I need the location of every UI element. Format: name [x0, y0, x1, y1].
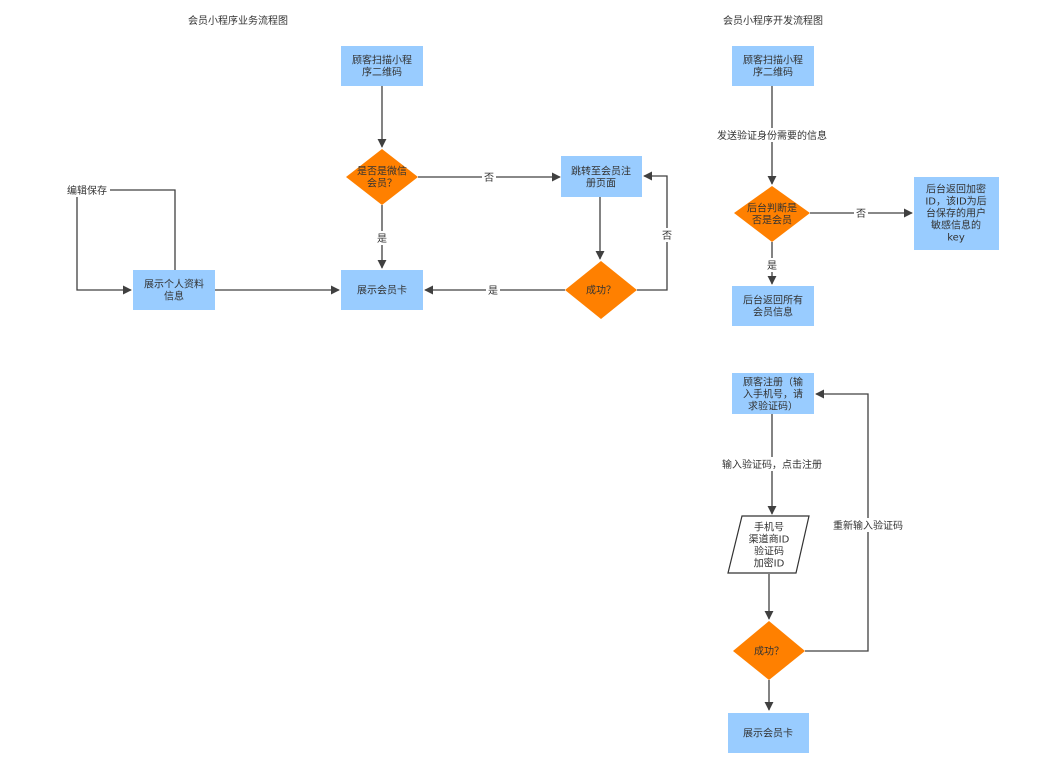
node-text-line: 求验证码） — [748, 400, 798, 413]
node-d-success: 成功？ — [733, 621, 805, 680]
dev-flow-title: 会员小程序开发流程图 — [723, 14, 823, 27]
node-d-register: 顾客注册（输入手机号，请求验证码） — [732, 373, 814, 414]
node-text-line: 信息 — [164, 290, 184, 303]
node-text-line: 渠道商ID — [749, 533, 790, 546]
node-text-line: 展示个人资料 — [144, 278, 204, 291]
label-d-send-info: 发送验证身份需要的信息 — [717, 129, 827, 142]
node-text-line: key — [947, 233, 965, 244]
node-text-line: 敏感信息的 — [931, 219, 981, 232]
node-d-show-card: 展示会员卡 — [728, 713, 809, 753]
node-b-show-card: 展示会员卡 — [341, 270, 423, 310]
node-text-line: 后台判断是 — [747, 202, 797, 215]
business-flow-title: 会员小程序业务流程图 — [188, 14, 288, 27]
label-b-no-loop: 否 — [662, 230, 672, 242]
node-d-return-all-text: 后台返回所有会员信息 — [743, 294, 803, 319]
label-b-no: 否 — [484, 172, 494, 184]
node-text-line: 会员信息 — [753, 306, 793, 319]
node-b-show-card-text: 展示会员卡 — [357, 284, 407, 297]
node-text-line: 会员？ — [367, 177, 397, 190]
edge-labels: 否 是 是 否 编辑保存 发送验证身份需要的信息 否 是 输入验证码，点击注册 … — [64, 128, 908, 532]
node-d-scan: 顾客扫描小程序二维码 — [732, 46, 814, 86]
node-text-line: 否是会员 — [752, 214, 792, 227]
node-text-line: 成功？ — [586, 285, 616, 297]
node-b-scan-text: 顾客扫描小程序二维码 — [352, 54, 412, 79]
node-text-line: 册页面 — [586, 178, 616, 190]
node-b-success: 成功？ — [565, 261, 637, 319]
node-text-line: ID，该ID为后 — [925, 195, 986, 208]
node-text-line: 是否是微信 — [357, 165, 407, 178]
node-text-line: 序二维码 — [753, 66, 793, 79]
node-text-line: 入手机号，请 — [743, 388, 803, 401]
node-d-scan-text: 顾客扫描小程序二维码 — [743, 54, 803, 79]
node-b-is-wechat-text: 是否是微信会员？ — [357, 165, 407, 190]
node-text-line: 后台返回所有 — [743, 294, 803, 307]
label-b-yes-left: 是 — [488, 285, 498, 297]
node-text-line: 加密ID — [754, 557, 785, 570]
node-b-show-profile: 展示个人资料信息 — [133, 270, 215, 310]
label-d-yes: 是 — [767, 260, 777, 272]
node-text-line: 台保存的用户 — [926, 207, 986, 220]
label-b-edit-save: 编辑保存 — [67, 184, 107, 197]
node-d-check-member-text: 后台判断是否是会员 — [747, 202, 797, 227]
node-text-line: 展示会员卡 — [743, 727, 793, 740]
node-b-scan: 顾客扫描小程序二维码 — [341, 46, 423, 86]
node-d-show-card-text: 展示会员卡 — [743, 727, 793, 740]
node-text-line: 展示会员卡 — [357, 284, 407, 297]
node-d-return-all: 后台返回所有会员信息 — [732, 286, 814, 326]
node-b-is-wechat: 是否是微信会员？ — [346, 149, 418, 205]
label-d-no: 否 — [856, 208, 866, 220]
label-d-reinput: 重新输入验证码 — [833, 519, 903, 532]
node-text-line: 顾客扫描小程 — [743, 54, 803, 67]
node-d-register-text: 顾客注册（输入手机号，请求验证码） — [743, 376, 803, 413]
node-b-show-profile-text: 展示个人资料信息 — [144, 278, 204, 303]
node-d-check-member: 后台判断是否是会员 — [734, 186, 810, 242]
node-b-jump-register-text: 跳转至会员注册页面 — [571, 165, 631, 190]
node-text-line: 序二维码 — [362, 66, 402, 79]
node-text-line: 顾客注册（输 — [743, 376, 803, 389]
node-text-line: 顾客扫描小程 — [352, 54, 412, 67]
node-b-jump-register: 跳转至会员注册页面 — [561, 156, 642, 197]
node-text-line: 手机号 — [754, 521, 784, 534]
node-text-line: 后台返回加密 — [926, 183, 986, 196]
node-text-line: 成功？ — [754, 646, 784, 658]
label-b-yes-down: 是 — [377, 233, 387, 245]
node-b-success-text: 成功？ — [586, 285, 616, 297]
label-d-input-code: 输入验证码，点击注册 — [722, 458, 822, 471]
node-d-success-text: 成功？ — [754, 646, 784, 658]
node-text-line: 跳转至会员注 — [571, 165, 631, 178]
node-text-line: 验证码 — [754, 545, 784, 558]
